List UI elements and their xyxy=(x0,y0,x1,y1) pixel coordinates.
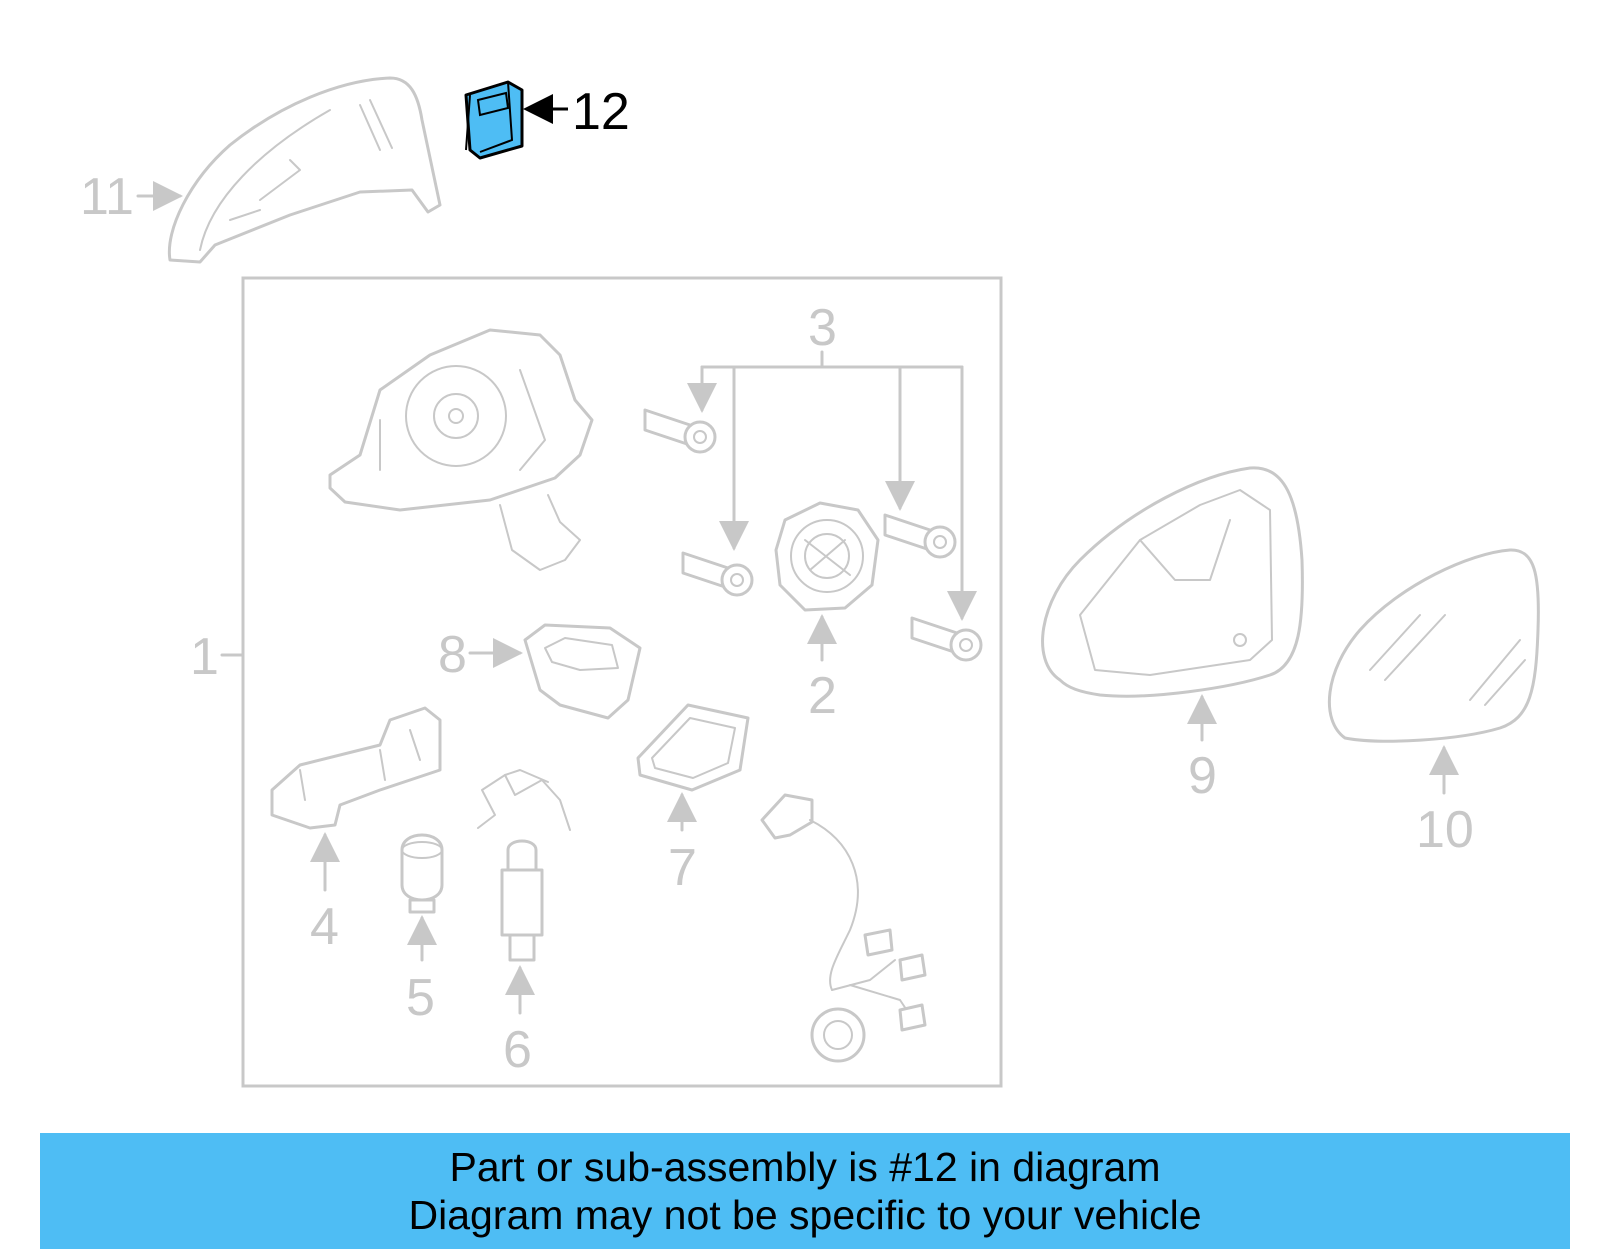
callout-11: 11 xyxy=(80,168,134,226)
callout-1: 1 xyxy=(190,628,219,686)
callout-3: 3 xyxy=(808,299,837,357)
screw-d xyxy=(910,616,983,662)
part-7-gasket xyxy=(636,703,750,792)
part-8-lamp-housing xyxy=(523,623,642,720)
callout-9: 9 xyxy=(1188,747,1217,805)
mirror-base xyxy=(328,328,594,571)
banner-line-2: Diagram may not be specific to your vehi… xyxy=(408,1192,1202,1238)
part-6-clip xyxy=(477,769,571,831)
part-5-socket xyxy=(400,833,444,914)
screw-a xyxy=(643,408,717,454)
callout-5: 5 xyxy=(406,969,435,1027)
callout-12: 12 xyxy=(572,83,630,141)
wiring-harness xyxy=(760,793,927,1063)
callout-10: 10 xyxy=(1416,801,1474,859)
part-11-mirror-cover xyxy=(167,76,442,264)
part-12-highlighted xyxy=(464,80,524,160)
part-2-motor xyxy=(774,501,880,612)
screw-b xyxy=(681,551,754,597)
part-10-mirror-glass xyxy=(1327,548,1540,743)
info-banner: Part or sub-assembly is #12 in diagram D… xyxy=(40,1133,1570,1249)
callout-7: 7 xyxy=(668,839,697,897)
part-4-bracket xyxy=(270,706,442,830)
callout-4: 4 xyxy=(310,898,339,956)
callout-2: 2 xyxy=(808,667,837,725)
part-9-mirror-holder xyxy=(1041,466,1304,698)
callout-8: 8 xyxy=(438,626,467,684)
part-6-switch xyxy=(500,839,544,962)
assembly-box xyxy=(241,276,1003,1088)
screw-c xyxy=(883,513,957,559)
banner-line-1: Part or sub-assembly is #12 in diagram xyxy=(449,1144,1161,1190)
callout-6: 6 xyxy=(503,1021,532,1079)
